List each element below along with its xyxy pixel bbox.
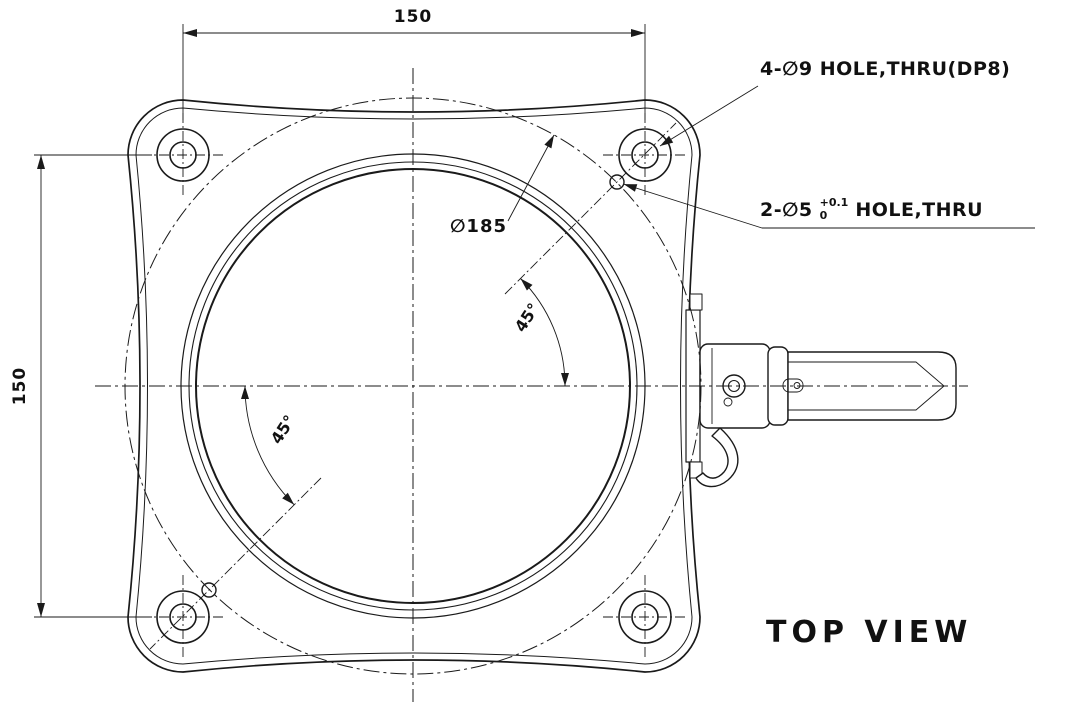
dim-arrow-top-left [183, 29, 197, 37]
dimension-lines [34, 24, 646, 618]
leader-arrow-diameter [544, 135, 554, 149]
leader-corner-holes [659, 85, 759, 147]
leader-lines [507, 85, 1035, 229]
pin-hole-top-right [609, 174, 625, 190]
hole-crosshairs [141, 113, 687, 659]
plate-outer-outline [127, 99, 701, 673]
view-title: TOP VIEW [766, 615, 973, 650]
leader-arrow-pin-holes [623, 184, 638, 192]
handle-assembly [685, 293, 957, 488]
bolt-circle-diameter-label: ∅185 [450, 216, 507, 237]
boss-tab-top [689, 293, 703, 311]
dimension-height-label: 150 [10, 366, 30, 406]
pin-holes-note: 2-∅5 +0.1 0 HOLE,THRU [760, 196, 984, 222]
release-hook [695, 427, 739, 488]
leader-diameter [507, 134, 555, 222]
pin-holes-note-suffix: HOLE,THRU [855, 198, 984, 221]
pin-holes-tolerance-lower: 0 [819, 208, 828, 222]
angle-arrow-upper-end [561, 373, 569, 386]
angle-arc-upper [520, 278, 566, 387]
pin-hole-bottom-left [201, 582, 217, 598]
corner-holes-note: 4-∅9 HOLE,THRU(DP8) [760, 58, 1011, 80]
centerlines [95, 68, 968, 702]
arrowheads [37, 29, 674, 617]
pin-holes-note-prefix: 2-∅5 [760, 198, 813, 221]
plate-inner-outline [135, 107, 693, 665]
pivot-pin-circle [723, 397, 733, 407]
radial-centerline-upper [504, 122, 677, 295]
dim-arrow-top-right [631, 29, 645, 37]
leader-pin-holes [623, 183, 1035, 229]
angle-arrow-lower-end [282, 492, 295, 505]
dimension-width-label: 150 [393, 7, 433, 27]
dim-arrow-left-upper [37, 155, 45, 169]
radial-centerline-lower [149, 477, 322, 650]
angle-arrow-lower-start [241, 386, 249, 399]
pin-holes-tolerance-upper: +0.1 [819, 196, 849, 209]
bolt-circle-centerline [124, 97, 702, 675]
leader-arrow-corner-holes [660, 135, 674, 146]
pin-holes-tolerance-stack: +0.1 0 [819, 196, 849, 222]
angle-arc-lower [244, 385, 295, 506]
angle-arrow-upper-start [520, 278, 533, 291]
dim-arrow-left-lower [37, 603, 45, 617]
